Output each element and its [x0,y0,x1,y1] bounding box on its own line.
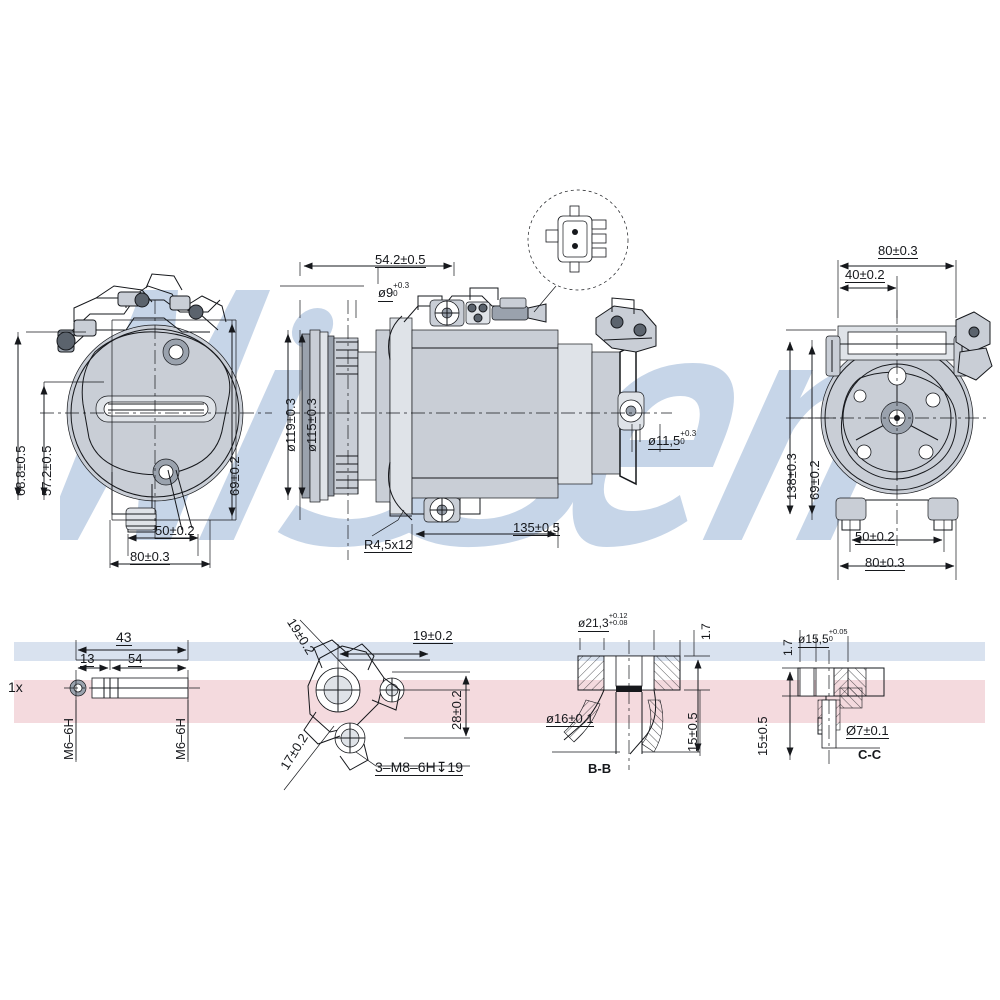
dim-front-69: 69±0.2 [227,456,242,496]
dim-side-o9-tol-up: +0.3 [393,281,410,290]
dim-front-57-2: 57.2±0.5 [39,445,54,496]
dim-side-o9-base: ø9 [378,285,394,303]
dim-side-o9-tol-lo: 0 [393,288,398,298]
dim-front-80: 80±0.3 [130,549,170,565]
front-view-geometry [14,273,272,568]
mount-pattern-geometry [283,619,470,791]
dim-side-o115: ø115±0.3 [304,398,319,452]
dim-mount-19b: 19±0.2 [413,628,453,644]
dim-side-r45x12: R4,5x12 [364,537,413,553]
dim-bb-1-7: 1.7 [699,623,713,640]
dim-mount-28: 28±0.2 [449,690,464,730]
dim-shaft-13: 13 [80,651,95,667]
port-cc-geometry [782,630,885,766]
dim-shaft-54: 54 [128,651,143,667]
dim-side-o119: ø119±0.3 [283,398,298,452]
shaft-qty-label: 1x [8,679,23,695]
dim-bb-o21-3-base: ø21,3 [578,615,609,632]
dim-bb-o21-3-group: ø21,3+0.12+0.08 [578,611,628,632]
dim-side-o11-5-tol-lo: 0 [680,436,685,446]
dim-cc-tol-lo: 0 [828,634,833,644]
section-label-cc: C-C [858,747,882,762]
dim-side-54-2: 54.2±0.5 [375,252,426,268]
dim-rear-50: 50±0.2 [855,529,895,545]
rear-view-geometry [786,260,993,580]
dim-bb-tol-lo: +0.08 [608,618,628,628]
dim-cc-o7: Ø7±0.1 [846,723,889,739]
dim-side-o11-5-base: ø11,5 [648,433,681,451]
dim-front-50: 50±0.2 [155,523,195,539]
dim-bb-tol-up: +0.12 [608,611,628,620]
dim-side-135: 135±0.5 [513,520,560,536]
section-label-bb: B-B [588,761,612,776]
side-view-geometry [280,189,672,560]
dim-bb-15: 15±0.5 [685,712,700,752]
shaft-detail-geometry [64,640,200,762]
dim-rear-138: 138±0.3 [784,453,799,500]
dim-rear-69: 69±0.2 [807,460,822,500]
dim-rear-80-bottom: 80±0.3 [865,555,905,571]
thread-shaft-left: M6–6H [61,718,76,760]
dim-cc-o15-5-base: ø15,5 [798,631,829,648]
dim-side-o11-5-tol-up: +0.3 [680,429,697,438]
dim-shaft-43: 43 [116,629,132,646]
dim-cc-1-7: 1.7 [781,639,795,656]
dim-cc-tol-up: +0.05 [828,627,848,636]
dim-cc-15: 15±0.5 [755,716,770,756]
dim-bb-o16: ø16±0.1 [546,711,594,727]
thread-shaft-right: M6–6H [173,718,188,760]
thread-note-mount: 3–M8–6H↧19 [375,759,464,776]
dim-front-68-8: 68.8±0.5 [13,445,28,496]
port-bb-geometry [552,630,710,770]
dim-rear-40: 40±0.2 [845,267,885,283]
connector-detail-geometry [527,189,629,313]
color-band-blue [14,642,985,661]
dim-rear-80-top: 80±0.3 [878,243,918,259]
